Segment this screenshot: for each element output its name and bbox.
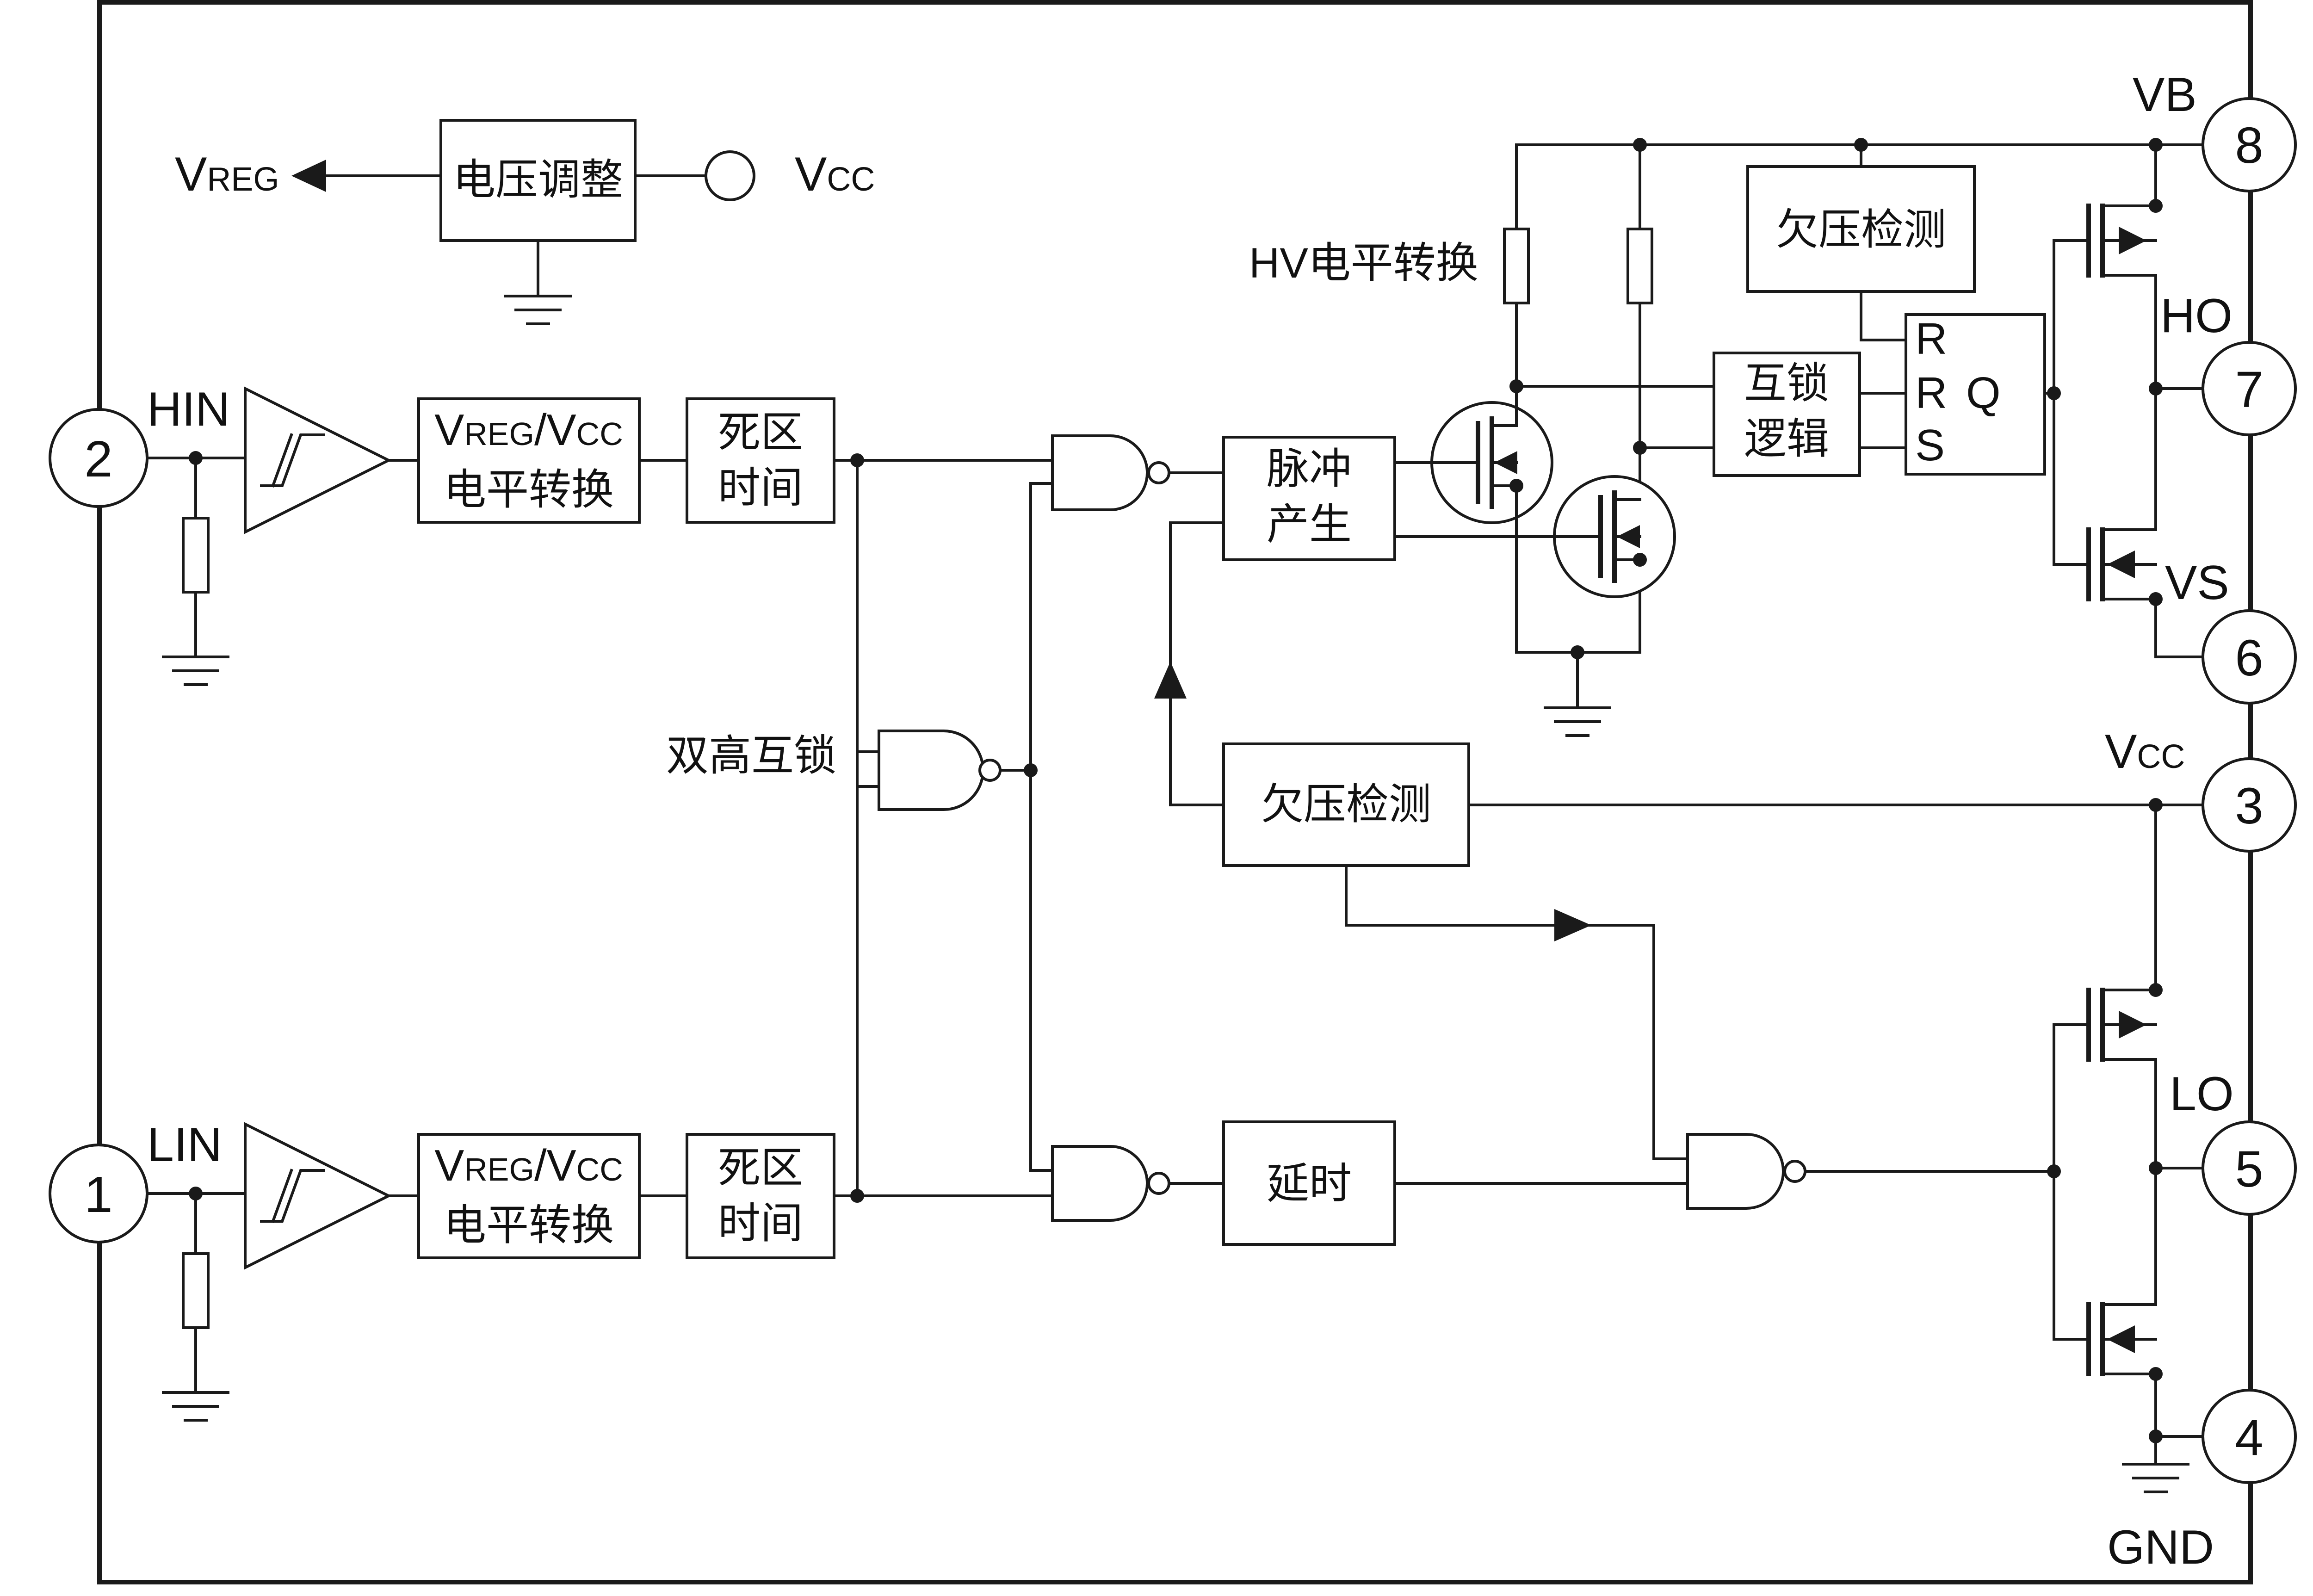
svg-text:互锁: 互锁 <box>1744 360 1829 407</box>
pin-4: 4 <box>2202 1389 2297 1484</box>
svg-text:4: 4 <box>2235 1409 2263 1466</box>
low-output-nand-gate <box>1686 1133 2061 1210</box>
pin-5: 5 <box>2202 1120 2297 1216</box>
hv-level-shift-label: HV电平转换 <box>1249 240 1478 287</box>
ground-icon <box>504 295 572 325</box>
schmitt-trigger-buffer <box>244 386 392 534</box>
schmitt-trigger-buffer <box>244 1122 392 1270</box>
high-input-chain: 2 HIN VREG/VCC 电平转换 死区 时间 <box>49 383 1054 686</box>
delay-block <box>1222 1120 1396 1246</box>
vs-label: VS <box>2165 556 2229 610</box>
deadtime-low <box>686 1133 835 1259</box>
svg-text:Q: Q <box>1966 368 2001 418</box>
high-nand-gate <box>1051 434 1225 511</box>
svg-text:时间: 时间 <box>718 464 803 512</box>
vcc-input-terminal-icon <box>705 150 755 201</box>
hv-load-resistor <box>1503 228 1530 304</box>
rs-latch <box>1905 313 2046 476</box>
svg-text:8: 8 <box>2235 117 2263 174</box>
svg-text:死区: 死区 <box>718 1144 803 1192</box>
ho-label: HO <box>2160 289 2233 343</box>
level-shift-high <box>417 397 641 524</box>
gnd-label: GND <box>2107 1521 2214 1574</box>
svg-text:6: 6 <box>2235 630 2263 687</box>
svg-text:逻辑: 逻辑 <box>1744 415 1829 463</box>
high-side-undervoltage-detect <box>1746 165 1976 293</box>
svg-text:电平转换: 电平转换 <box>444 1202 614 1249</box>
svg-text:S: S <box>1915 421 1945 470</box>
pin-8: 8 <box>2202 97 2297 192</box>
svg-text:延时: 延时 <box>1267 1160 1352 1207</box>
interlock-label: 双高互锁 <box>666 732 836 779</box>
pin-3: 3 <box>2202 757 2297 853</box>
svg-text:欠压检测: 欠压检测 <box>1776 206 1946 254</box>
pulse-generator <box>1222 436 1396 561</box>
ground-icon <box>1544 706 1611 737</box>
vcc-input-label: VCC <box>795 148 875 201</box>
hin-label: HIN <box>147 383 230 436</box>
hv-load-resistor <box>1627 228 1653 304</box>
input-pulldown-resistor <box>182 517 210 594</box>
hv-nmos-transistor <box>1393 475 1676 598</box>
hv-nmos-transistor <box>1393 385 1553 654</box>
up-arrow-icon <box>1154 662 1187 699</box>
lo-label: LO <box>2170 1067 2234 1121</box>
svg-text:5: 5 <box>2235 1141 2263 1198</box>
input-pulldown-resistor <box>182 1252 210 1329</box>
pin-7: 7 <box>2202 341 2297 436</box>
svg-text:电平转换: 电平转换 <box>444 466 614 513</box>
svg-text:R: R <box>1915 314 1947 364</box>
pin-6: 6 <box>2202 609 2297 705</box>
interlock-logic <box>1713 352 1861 477</box>
dual-high-interlock-gate: 双高互锁 <box>666 459 1038 1197</box>
low-side-output-stage <box>2053 804 2206 1493</box>
svg-text:7: 7 <box>2235 361 2263 418</box>
svg-text:时间: 时间 <box>718 1200 803 1247</box>
svg-text:VREG/VCC: VREG/VCC <box>434 1141 623 1190</box>
vcc-pin-label: VCC <box>2105 725 2185 779</box>
low-input-chain: 1 LIN VREG/VCC 电平转换 死区 时间 <box>49 1118 1054 1422</box>
svg-text:欠压检测: 欠压检测 <box>1261 781 1431 828</box>
svg-text:死区: 死区 <box>718 409 803 456</box>
vb-label: VB <box>2133 68 2197 122</box>
svg-text:R: R <box>1915 368 1947 418</box>
right-arrow-icon <box>1554 909 1591 941</box>
svg-text:VREG/VCC: VREG/VCC <box>434 405 623 455</box>
level-shift-low <box>417 1133 641 1259</box>
svg-text:脉冲: 脉冲 <box>1267 445 1352 493</box>
svg-text:2: 2 <box>84 431 112 488</box>
lin-label: LIN <box>147 1118 222 1172</box>
ground-icon <box>2122 1463 2189 1493</box>
ground-icon <box>162 1391 229 1422</box>
vreg-arrow-icon <box>291 160 326 192</box>
svg-text:1: 1 <box>84 1166 112 1223</box>
deadtime-high <box>686 397 835 524</box>
ground-icon <box>162 656 229 686</box>
high-side-output-stage <box>2053 143 2206 658</box>
svg-text:产生: 产生 <box>1267 501 1352 548</box>
voltage-regulator: 电压调整 VREG VCC <box>175 119 875 325</box>
svg-text:3: 3 <box>2235 778 2263 835</box>
vreg-label: VREG <box>175 148 279 201</box>
vcc-undervoltage-detect <box>1222 742 1470 867</box>
low-nand-gate <box>1051 1145 1225 1222</box>
regulator-label: 电压调整 <box>453 156 623 204</box>
